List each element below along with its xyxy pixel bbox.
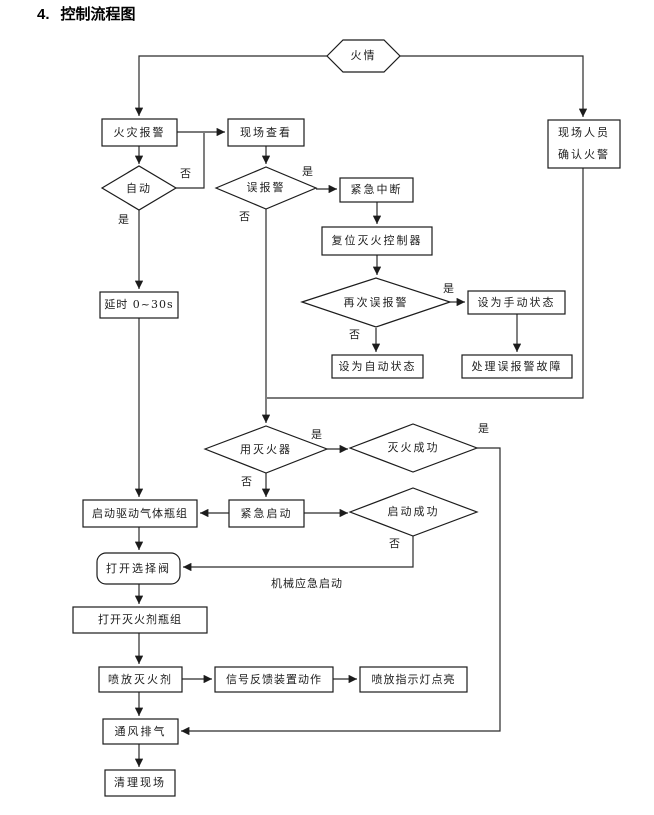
personnel-line-2: 确认火警 [558, 148, 610, 161]
node-ventilate: 通风排气 [114, 724, 167, 738]
tag-again-yes: 是 [443, 282, 454, 295]
node-fire-alarm: 火灾报警 [113, 125, 166, 139]
auto-diamond [100, 165, 178, 211]
fire-hexagon [326, 39, 401, 73]
scene-check-box [227, 118, 305, 147]
edge-start-ok-no-to-valve [183, 536, 414, 572]
node-auto: 自动 [126, 181, 152, 195]
personnel-line-1: 现场人员 [558, 126, 610, 139]
tag-auto-no: 否 [180, 167, 191, 180]
node-indicator-on: 喷放指示灯点亮 [371, 672, 456, 686]
clean-scene-box [104, 769, 176, 797]
node-open-agent-cylinders: 打开灭火剂瓶组 [98, 613, 182, 626]
edge-ext-ok-yes-to-ventilate [181, 447, 501, 736]
node-signal-feedback: 信号反馈装置动作 [226, 672, 322, 686]
extinguish-ok-diamond [348, 423, 479, 473]
edge-personnel-down-join [267, 168, 584, 399]
node-set-manual: 设为手动状态 [477, 295, 556, 309]
heading-number: 4. [37, 6, 50, 23]
node-emergency-start: 紧急启动 [240, 506, 293, 520]
reset-controller-box [321, 226, 433, 256]
indicator-on-box [359, 666, 468, 693]
tag-mechanical-emergency-start: 机械应急启动 [271, 577, 343, 590]
node-clean-scene: 清理现场 [114, 776, 166, 789]
node-personnel-confirm: 现场人员 确认火警 [548, 120, 620, 168]
edges-group [134, 55, 588, 767]
false-alarm-diamond [214, 166, 318, 210]
shapes-group [72, 39, 621, 797]
node-start-ok: 启动成功 [387, 505, 440, 518]
start-ok-diamond [348, 487, 479, 537]
delay-box [99, 291, 179, 319]
node-false-alarm: 误报警 [246, 181, 286, 194]
node-false-alarm-again: 再次误报警 [343, 295, 409, 309]
emergency-interrupt-box [339, 177, 414, 203]
node-open-selector-valve: 打开选择阀 [106, 561, 171, 575]
node-set-auto: 设为自动状态 [338, 359, 417, 373]
open-agent-cylinders-box [72, 606, 208, 634]
personnel-confirm-box [547, 119, 621, 169]
node-extinguish-ok: 灭火成功 [387, 441, 440, 454]
set-auto-box [331, 354, 424, 379]
tag-auto-yes: 是 [118, 213, 129, 226]
node-use-extinguisher: 用灭火器 [240, 442, 292, 456]
tag-use-ext-yes: 是 [311, 428, 322, 441]
release-agent-box [98, 666, 183, 693]
tag-false-alarm-yes: 是 [302, 165, 313, 178]
tag-false-alarm-no: 否 [239, 210, 250, 223]
node-delay: 延时 0~30s [104, 298, 174, 311]
emergency-start-box [228, 499, 305, 528]
node-emergency-interrupt: 紧急中断 [350, 183, 403, 196]
ventilate-box [102, 718, 179, 745]
tag-ext-ok-yes: 是 [478, 422, 489, 435]
open-selector-valve-box [96, 552, 181, 585]
edge-auto-no [176, 133, 205, 189]
node-fire: 火情 [350, 49, 377, 62]
node-release-agent: 喷放灭火剂 [108, 672, 173, 686]
start-gas-cylinders-box [82, 499, 198, 528]
false-alarm-again-diamond [300, 277, 452, 328]
handle-fault-box [461, 354, 573, 379]
fire-alarm-box [101, 118, 178, 147]
page-title: 4. 控制流程图 [37, 3, 136, 24]
tag-use-ext-no: 否 [241, 475, 252, 488]
use-extinguisher-diamond [203, 425, 329, 474]
set-manual-box [467, 290, 566, 315]
node-start-gas-cylinders: 启动驱动气体瓶组 [92, 506, 188, 520]
node-reset-controller: 复位灭火控制器 [331, 234, 423, 247]
edge-fire-to-personnel [400, 55, 588, 117]
tag-again-no: 否 [349, 328, 360, 341]
signal-feedback-box [214, 666, 334, 693]
node-handle-fault: 处理误报警故障 [471, 359, 563, 373]
tag-start-ok-no: 否 [389, 537, 400, 550]
node-scene-check: 现场查看 [240, 125, 292, 139]
edge-fire-to-fire-alarm [134, 55, 327, 116]
heading-text: 控制流程图 [60, 6, 136, 23]
